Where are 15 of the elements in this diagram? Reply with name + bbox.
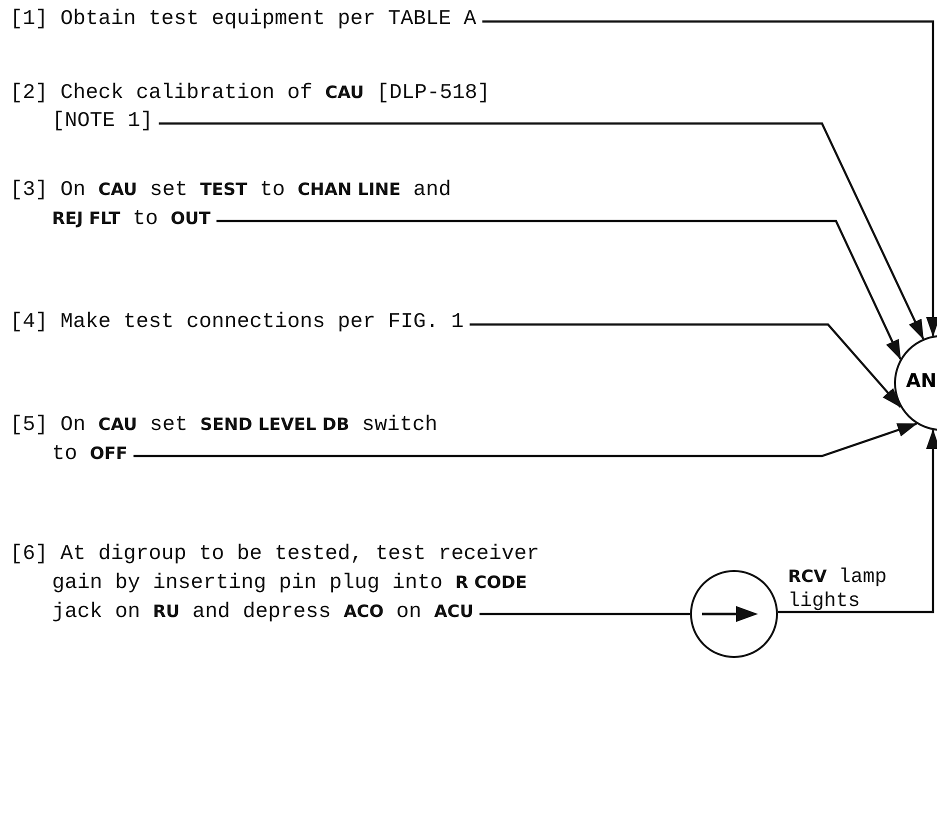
- step-instruction: [2] Check calibration of CAU [DLP-518] [NOTE 1]: [10, 81, 492, 135]
- arrow: [778, 429, 937, 614]
- and-label: AN: [906, 370, 937, 392]
- connector-line: [480, 612, 690, 616]
- arrow: [216, 220, 902, 360]
- step-instruction: [3] On CAU set TEST to CHAN LINE and REJ FLT to OUT: [10, 178, 452, 233]
- arrow: [470, 323, 902, 408]
- step-instruction: [6] At digroup to be tested, test receiver gain by inserting pin plug into R CODE jack on RU and depress ACO on ACU: [10, 542, 540, 626]
- arrow: [134, 422, 918, 458]
- step-instruction: [5] On CAU set SEND LEVEL DB switch to OFF: [10, 413, 439, 468]
- step-instruction: [1] Obtain test equipment per TABLE A: [10, 7, 478, 33]
- arrow: [482, 20, 937, 337]
- arrow: [158, 122, 924, 340]
- step-instruction: [4] Make test connections per FIG. 1: [10, 310, 465, 336]
- result-note: RCV lamp lights: [788, 565, 888, 614]
